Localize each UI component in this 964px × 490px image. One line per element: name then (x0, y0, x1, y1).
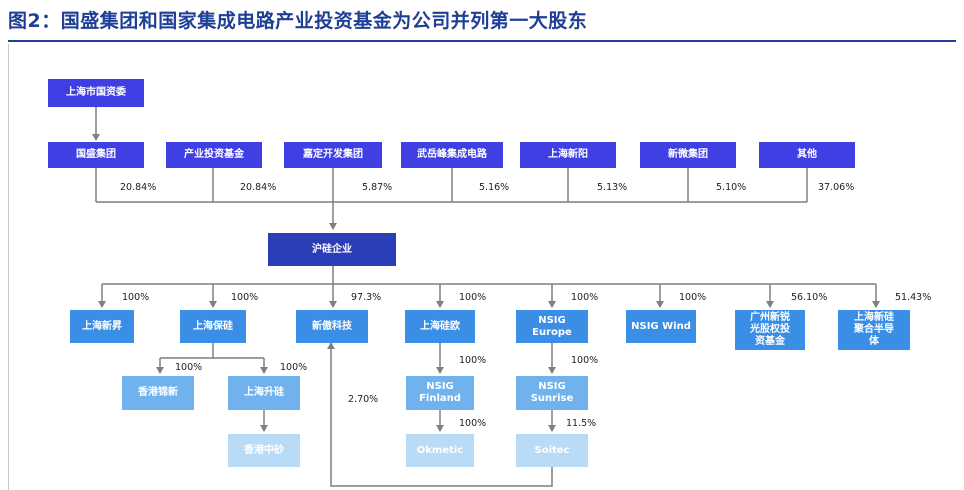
pct-shengui: 100% (280, 362, 308, 373)
pct-xinsheng: 100% (122, 292, 150, 303)
pct-guiou: 100% (459, 292, 487, 303)
node-shanghai-guiou: 上海硅欧 (405, 310, 475, 343)
pct-xinwei-group: 5.10% (716, 182, 747, 193)
pct-okmetic: 100% (459, 418, 487, 429)
pct-soitec: 11.5% (566, 418, 597, 429)
pct-xinao: 97.3% (351, 292, 382, 303)
pct-jiading: 5.87% (362, 182, 393, 193)
pct-nsig-finland: 100% (459, 355, 487, 366)
pct-xinyang: 5.13% (597, 182, 628, 193)
node-shanghai-xinyang: 上海新阳 (520, 142, 616, 168)
pct-baogui: 100% (231, 292, 259, 303)
node-nsig-europe: NSIG Europe (516, 310, 588, 343)
node-xinao-tech: 新傲科技 (296, 310, 368, 343)
node-nsig-wind: NSIG Wind (626, 310, 696, 343)
node-industry-fund: 产业投资基金 (166, 142, 262, 168)
node-nsig-finland: NSIG Finland (406, 376, 474, 410)
pct-guangzhou: 56.10% (791, 292, 828, 303)
node-nsig-sunrise: NSIG Sunrise (516, 376, 588, 410)
pct-hk-jinxin: 100% (175, 362, 203, 373)
figure-title: 图2：国盛集团和国家集成电路产业投资基金为公司并列第一大股东 (8, 10, 588, 32)
node-shanghai-baogui: 上海保硅 (180, 310, 246, 343)
left-frame-line (8, 44, 9, 490)
pct-others: 37.06% (818, 182, 855, 193)
node-okmetic: Okmetic (406, 434, 474, 467)
node-shanghai-sasac: 上海市国资委 (48, 79, 144, 107)
pct-nsig-wind: 100% (679, 292, 707, 303)
node-wuyue-ic: 武岳峰集成电路 (401, 142, 503, 168)
pct-wuyue: 5.16% (479, 182, 510, 193)
pct-xinao-loop: 2.70% (348, 394, 379, 405)
pct-juhe: 51.43% (895, 292, 932, 303)
node-soitec: Soitec (516, 434, 588, 467)
node-xinwei-group: 新微集团 (640, 142, 736, 168)
node-guangzhou-fund: 广州新锐 光股权投 资基金 (735, 310, 805, 350)
pct-nsig-europe: 100% (571, 292, 599, 303)
node-shanghai-shengui: 上海升硅 (228, 376, 300, 410)
node-shanghai-juhe: 上海新硅 聚合半导 体 (838, 310, 910, 350)
node-others: 其他 (759, 142, 855, 168)
pct-guosheng: 20.84% (120, 182, 157, 193)
node-jiading-group: 嘉定开发集团 (284, 142, 382, 168)
node-guosheng-group: 国盛集团 (48, 142, 144, 168)
node-hk-zhongsha: 香港中砂 (228, 434, 300, 467)
node-company: 沪硅企业 (268, 233, 396, 266)
node-shanghai-xinsheng: 上海新昇 (70, 310, 134, 343)
title-underline (8, 40, 956, 42)
node-hk-jinxin: 香港锦新 (122, 376, 194, 410)
pct-fund: 20.84% (240, 182, 277, 193)
pct-nsig-sunrise: 100% (571, 355, 599, 366)
